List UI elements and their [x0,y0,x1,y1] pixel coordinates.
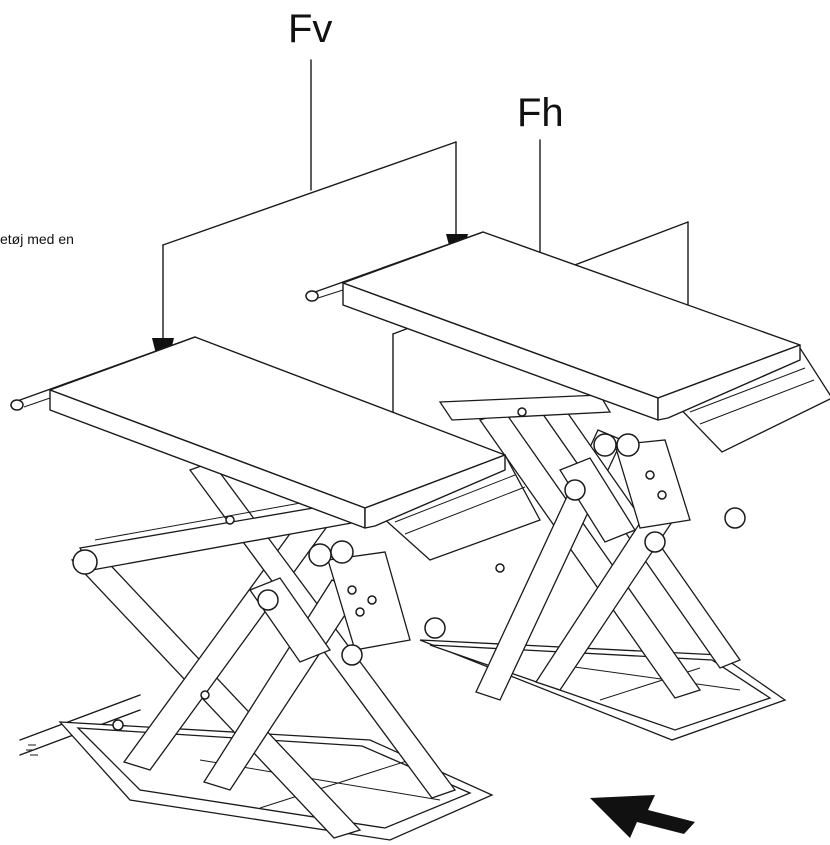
rear-platform-rail [314,231,484,293]
fh-label: Fh [517,91,564,135]
rear-pivot-top [517,407,527,417]
rear-lift-unit [305,231,830,741]
rear-platform-end [657,344,801,421]
front-platform-end [364,454,506,529]
front-rail-hatching [26,744,38,756]
rear-bracket-bolt-2 [657,490,667,500]
front-roller-5 [424,617,446,639]
front-bracket-bolt-2 [367,595,377,605]
rear-roller-4 [644,531,666,553]
rear-roller-1 [593,433,617,457]
front-guide-rail-1 [19,694,141,741]
front-roller-2 [330,540,354,564]
rear-crossbar [438,394,612,421]
front-roller-1 [308,543,332,567]
fv-label: Fv [288,7,332,51]
front-platform-rail [19,336,196,401]
front-base-pivot [112,719,124,731]
front-pivot-mid [200,690,210,700]
front-platform-rail-lower [23,397,51,408]
rear-platform-knob [305,290,319,302]
front-roller-3 [257,589,279,611]
rear-bracket [614,439,691,529]
rear-bracket-bolt-1 [645,470,655,480]
front-lift-unit [10,336,541,841]
rear-cylinder [559,457,636,543]
front-bracket-bolt-1 [347,585,357,595]
rear-pivot-mid [495,563,505,573]
front-base-frame-inner [76,727,472,829]
drive-direction-arrow-icon [590,795,695,838]
front-platform-knob [10,399,24,411]
front-pivot-top [225,515,235,525]
front-roller-left [72,549,98,575]
fv-distribution-line [162,141,457,246]
rear-roller-5 [724,507,746,529]
front-bracket-bolt-3 [355,607,365,617]
cropped-side-text: etøj med en [0,231,74,247]
rear-roller-3 [564,479,586,501]
front-roller-4 [341,644,363,666]
rear-roller-2 [616,433,640,457]
rear-platform-rail-lower [317,289,344,299]
